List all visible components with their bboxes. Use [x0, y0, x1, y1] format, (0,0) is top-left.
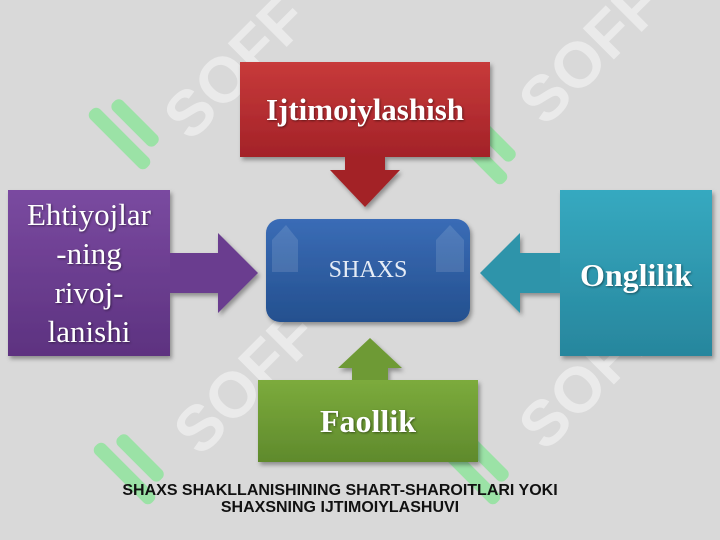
diagram-caption: SHAXS SHAKLLANISHINING SHART-SHAROITLARI… — [20, 482, 660, 516]
caption-line-2: SHAXSNING IJTIMOIYLASHUVI — [220, 499, 460, 516]
node-bottom-shape — [258, 338, 478, 462]
node-left-shape — [8, 190, 258, 356]
caption-line-1: SHAXS SHAKLLANISHINING SHART-SHAROITLARI… — [122, 482, 558, 499]
node-center-shape — [266, 219, 470, 322]
node-top-shape — [240, 62, 490, 207]
node-right-shape — [480, 190, 712, 356]
